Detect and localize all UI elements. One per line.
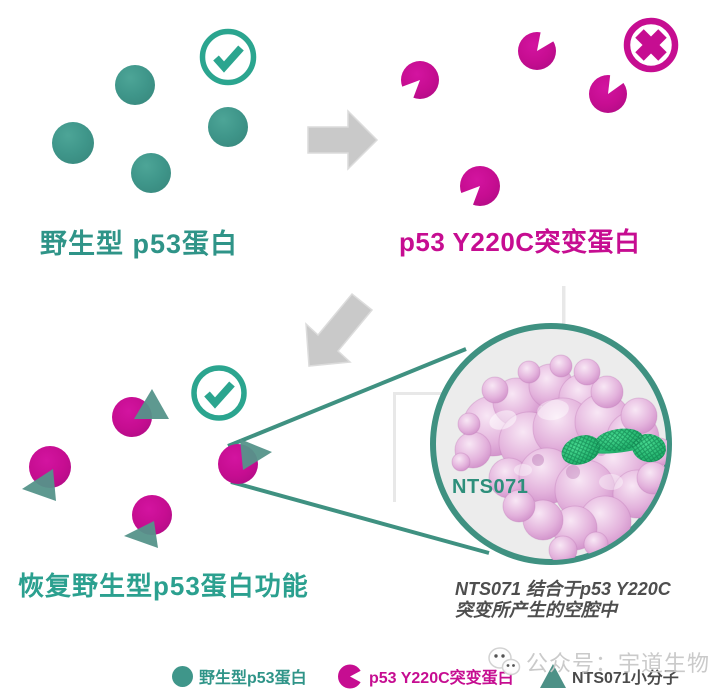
ligand-mesh — [561, 428, 666, 465]
teal-circle-icon — [172, 665, 193, 687]
magnifier-callout-lines — [227, 347, 490, 555]
wild-type-label: 野生型 p53蛋白 — [40, 229, 239, 259]
legend-item-nts071: NTS071小分子 — [539, 662, 679, 690]
callout-bracket — [393, 286, 566, 502]
teal-triangle-icon — [540, 664, 566, 688]
mutant-label: p53 Y220C突变蛋白 — [399, 227, 641, 257]
legend-label: 野生型p53蛋白 — [199, 670, 307, 687]
inset-caption: NTS071 结合于p53 Y220C 突变所产生的空腔中 — [455, 579, 695, 621]
inset-caption-line1: NTS071 结合于p53 Y220C — [455, 579, 671, 599]
restored-protein-cluster — [22, 389, 272, 548]
inset-molecule-label: NTS071 — [452, 476, 529, 498]
protein-surface — [451, 354, 667, 560]
legend-item-mutant: p53 Y220C突变蛋白 — [337, 662, 514, 690]
arrow-right-icon — [307, 109, 379, 171]
check-icon — [191, 365, 247, 421]
magenta-notched-circle-icon — [338, 664, 364, 688]
restored-function-label: 恢复野生型p53蛋白功能 — [18, 571, 309, 601]
wild-protein-cluster — [52, 65, 248, 193]
legend-label: p53 Y220C突变蛋白 — [369, 670, 514, 687]
arrow-down-left-icon — [305, 292, 374, 367]
check-icon — [199, 28, 257, 86]
watermark-text: 公众号：宇道生物 — [526, 651, 709, 676]
mutant-protein-cluster — [396, 25, 629, 210]
legend-label: NTS071小分子 — [572, 670, 679, 687]
cross-icon — [623, 17, 679, 73]
legend-item-wild: 野生型p53蛋白 — [171, 662, 307, 690]
inset-caption-line2: 突变所产生的空腔中 — [455, 600, 617, 621]
wechat-icon — [488, 647, 521, 676]
watermark: 公众号：宇道生物 — [486, 646, 709, 678]
